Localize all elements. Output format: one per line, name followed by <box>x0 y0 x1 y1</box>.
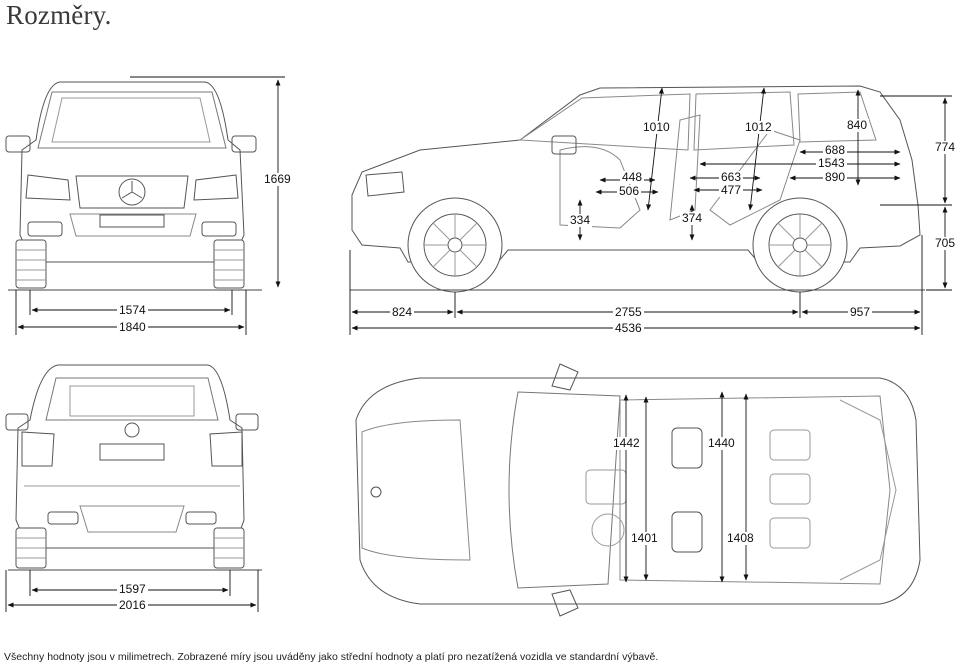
dim-label-1442: 1442 <box>611 436 642 450</box>
dim-label-1012: 1012 <box>743 120 774 134</box>
dim-label-374: 374 <box>680 211 705 225</box>
dim-label-1840: 1840 <box>117 320 148 334</box>
dim-label-957: 957 <box>848 305 873 319</box>
side-view <box>350 85 925 293</box>
dim-label-663: 663 <box>719 170 744 184</box>
dim-label-1010: 1010 <box>641 120 672 134</box>
dim-label-774: 774 <box>933 140 958 154</box>
top-view <box>355 363 921 617</box>
dim-label-1401: 1401 <box>629 531 660 545</box>
dim-label-824: 824 <box>390 305 415 319</box>
dim-label-1574: 1574 <box>117 303 148 317</box>
dim-label-477: 477 <box>719 183 744 197</box>
page-title: Rozměry. <box>6 0 112 30</box>
dim-label-840: 840 <box>845 118 870 132</box>
dim-label-2755: 2755 <box>613 305 644 319</box>
dim-label-334: 334 <box>568 213 593 227</box>
dim-label-705: 705 <box>933 236 958 250</box>
dim-label-2016: 2016 <box>117 598 148 612</box>
dim-label-506: 506 <box>617 184 642 198</box>
front-view <box>5 81 262 291</box>
rear-view <box>5 364 262 571</box>
dim-label-890: 890 <box>823 170 848 184</box>
dim-label-4536: 4536 <box>613 321 644 335</box>
footnote: Všechny hodnoty jsou v milimetrech. Zobr… <box>4 651 659 663</box>
dim-label-1408: 1408 <box>725 531 756 545</box>
dim-label-1543: 1543 <box>816 156 847 170</box>
dim-label-688: 688 <box>823 143 848 157</box>
dim-label-1440: 1440 <box>706 436 737 450</box>
dim-label-1669: 1669 <box>262 172 293 186</box>
dim-label-1597: 1597 <box>117 582 148 596</box>
dim-label-448: 448 <box>620 170 645 184</box>
